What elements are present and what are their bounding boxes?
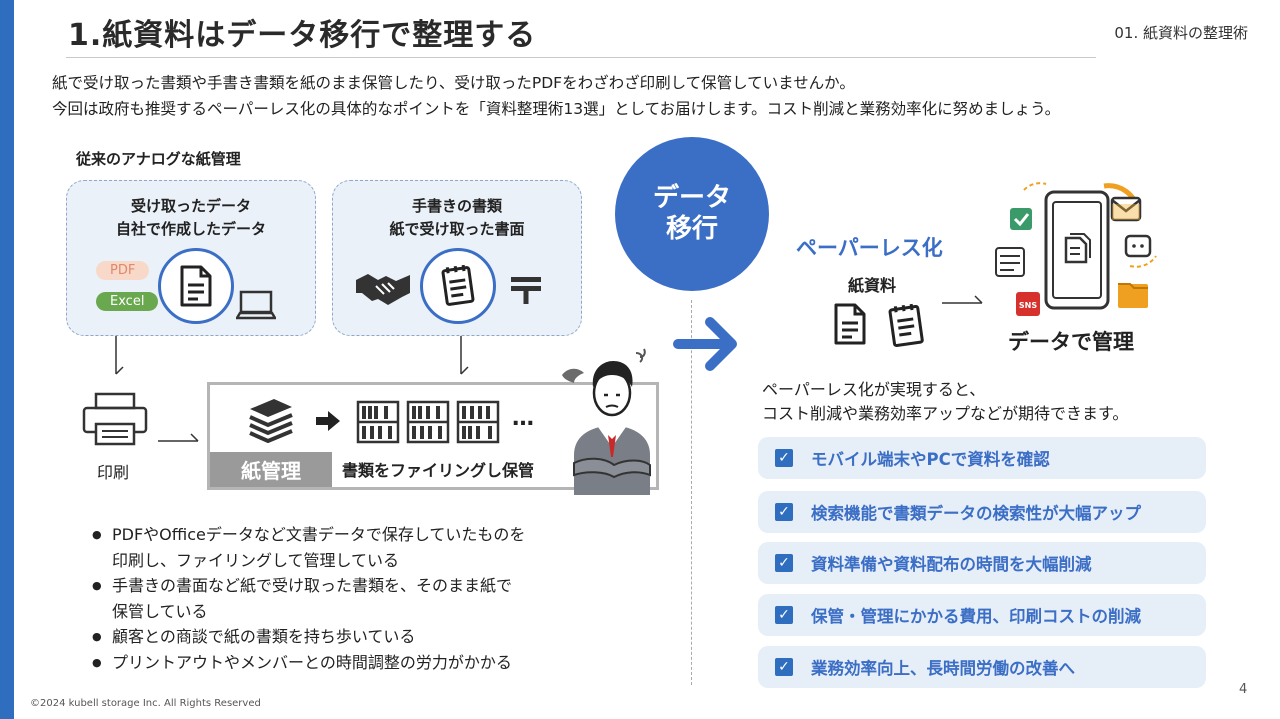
list-item: PDFやOfficeデータなど文書データで保存していたものを印刷し、ファイリング… bbox=[92, 522, 525, 573]
section-divider bbox=[691, 300, 692, 685]
troubled-businessman-illustration bbox=[560, 345, 664, 499]
paperless-summary: ペーパーレス化が実現すると、 コスト削減や業務効率アップなどが期待できます。 bbox=[762, 380, 1129, 423]
chevron-right-icon bbox=[672, 316, 742, 376]
analog-issues-list: PDFやOfficeデータなど文書データで保存していたものを印刷し、ファイリング… bbox=[92, 522, 525, 675]
filing-label: 書類をファイリングし保管 bbox=[342, 461, 535, 480]
document-icon bbox=[158, 248, 234, 324]
down-arrow-icon bbox=[455, 336, 471, 385]
ellipsis: … bbox=[512, 406, 534, 431]
benefit-item: ✓ 資料準備や資料配布の時間を大幅削減 bbox=[758, 542, 1206, 584]
postal-mark-icon bbox=[510, 275, 542, 309]
section-label: 01. 紙資料の整理術 bbox=[1114, 24, 1248, 42]
header-divider bbox=[66, 57, 1096, 58]
paperless-title: ペーパーレス化 bbox=[796, 236, 943, 260]
notepad-icon bbox=[420, 248, 496, 324]
checkbox-icon: ✓ bbox=[775, 554, 793, 572]
data-managed-label: データで管理 bbox=[1008, 330, 1134, 354]
benefit-item: ✓ 保管・管理にかかる費用、印刷コストの削減 bbox=[758, 594, 1206, 636]
down-arrow-icon bbox=[110, 336, 126, 385]
list-item: 顧客との商談で紙の書類を持ち歩いている bbox=[92, 624, 525, 650]
intro-line-2: 今回は政府も推奨するペーパーレス化の具体的なポイントを「資料整理術13選」として… bbox=[52, 100, 1061, 118]
checkbox-icon: ✓ bbox=[775, 658, 793, 676]
printer-icon bbox=[82, 392, 148, 450]
box1-line2: 自社で作成したデータ bbox=[115, 220, 266, 238]
checkbox-icon: ✓ bbox=[775, 503, 793, 521]
checkbox-icon: ✓ bbox=[775, 606, 793, 624]
analog-heading: 従来のアナログな紙管理 bbox=[76, 150, 241, 168]
document-icon bbox=[830, 302, 870, 350]
page-title: 1.紙資料はデータ移行で整理する bbox=[68, 18, 537, 53]
data-migration-badge: データ移行 bbox=[615, 137, 769, 291]
list-item: プリントアウトやメンバーとの時間調整の労力がかかる bbox=[92, 650, 525, 676]
paper-management-label: 紙管理 bbox=[210, 452, 332, 487]
print-label: 印刷 bbox=[97, 463, 130, 482]
notepad-icon bbox=[884, 302, 928, 352]
checkbox-icon: ✓ bbox=[775, 449, 793, 467]
intro-line-1: 紙で受け取った書類や手書き書類を紙のまま保管したり、受け取ったPDFをわざわざ印… bbox=[52, 74, 855, 92]
right-arrow-icon bbox=[942, 292, 986, 311]
sns-label: SNS bbox=[1019, 301, 1037, 310]
handshake-icon bbox=[354, 270, 414, 310]
tablet-data-illustration: SNS bbox=[994, 180, 1164, 324]
paper-docs-label: 紙資料 bbox=[848, 276, 897, 295]
page-number: 4 bbox=[1239, 682, 1248, 697]
bookshelf-icon bbox=[356, 400, 500, 448]
sidebar-accent-bar bbox=[0, 0, 14, 719]
benefit-item: ✓ 検索機能で書類データの検索性が大幅アップ bbox=[758, 491, 1206, 533]
box2-line1: 手書きの書類 bbox=[411, 197, 502, 215]
copyright: ©2024 kubell storage Inc. All Rights Res… bbox=[30, 698, 261, 709]
laptop-icon bbox=[234, 288, 278, 326]
paper-stack-icon bbox=[246, 395, 296, 447]
right-arrow-icon bbox=[316, 411, 340, 435]
pdf-tag: PDF bbox=[96, 261, 150, 280]
right-arrow-icon bbox=[158, 430, 202, 449]
benefit-item: ✓ 業務効率向上、長時間労働の改善へ bbox=[758, 646, 1206, 688]
excel-tag: Excel bbox=[96, 292, 159, 311]
box2-line2: 紙で受け取った書面 bbox=[389, 220, 525, 238]
box1-line1: 受け取ったデータ bbox=[130, 197, 251, 215]
benefit-item: ✓ モバイル端末やPCで資料を確認 bbox=[758, 437, 1206, 479]
